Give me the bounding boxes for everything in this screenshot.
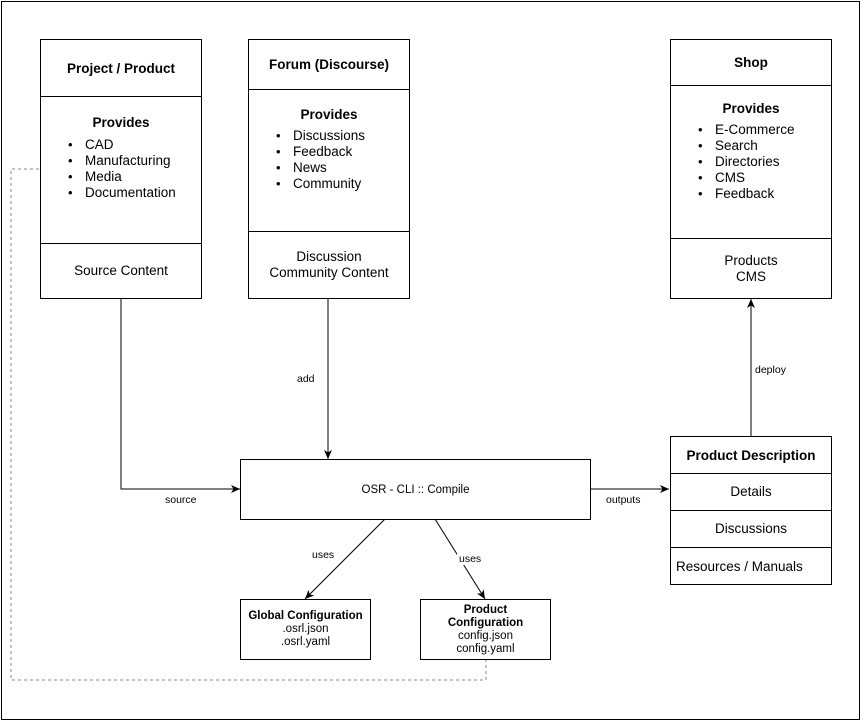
shop-node: Shop Provides E-Commerce Search Director…: [670, 39, 832, 299]
forum-output-line2: Community Content: [269, 265, 389, 280]
shop-provides-list: E-Commerce Search Directories CMS Feedba…: [698, 122, 831, 202]
forum-provides-heading: Provides: [300, 107, 358, 122]
list-item: Discussions: [276, 128, 409, 144]
edge-label-uses-product: uses: [457, 553, 484, 565]
forum-provides-list: Discussions Feedback News Community: [276, 128, 409, 192]
list-item: E-Commerce: [698, 122, 831, 138]
dashed-feedback-line: [10, 168, 487, 681]
shop-output-line1: Products: [724, 252, 778, 268]
list-item: Manufacturing: [68, 153, 201, 169]
global-config-node: Global Configuration .osrl.json .osrl.ya…: [240, 599, 371, 660]
compile-label: OSR - CLI :: Compile: [361, 483, 470, 496]
project-provides-heading: Provides: [92, 115, 150, 130]
product-config-title-line2: Configuration: [447, 616, 524, 629]
global-config-file: .osrl.yaml: [280, 636, 331, 648]
global-config-file: .osrl.json: [282, 623, 329, 635]
edge-label-add: add: [295, 373, 317, 385]
product-config-title-line1: Product: [463, 603, 508, 616]
compile-node: OSR - CLI :: Compile: [240, 459, 591, 520]
forum-title: Forum (Discourse): [268, 57, 390, 72]
project-output: Source Content: [74, 263, 168, 278]
forum-node: Forum (Discourse) Provides Discussions F…: [248, 39, 410, 299]
list-item: Feedback: [698, 186, 831, 202]
product-description-row: Discussions: [714, 521, 788, 536]
shop-title: Shop: [734, 55, 768, 70]
list-item: News: [276, 160, 409, 176]
product-description-row: Resources / Manuals: [676, 558, 803, 574]
global-config-title: Global Configuration: [248, 610, 363, 622]
project-product-node: Project / Product Provides CAD Manufactu…: [40, 39, 202, 299]
edge-label-source: source: [163, 494, 199, 506]
forum-output-line1: Discussion: [296, 249, 362, 264]
list-item: Media: [68, 169, 201, 185]
edge-label-uses-global: uses: [310, 549, 337, 561]
product-config-file: config.json: [458, 629, 513, 642]
list-item: Search: [698, 138, 831, 154]
list-item: Feedback: [276, 144, 409, 160]
list-item: CAD: [68, 137, 201, 153]
edge-label-outputs: outputs: [604, 494, 643, 506]
edge-source: [120, 298, 240, 493]
product-description-row: Details: [730, 484, 772, 499]
product-config-node: Product Configuration config.json config…: [420, 599, 551, 660]
list-item: Community: [276, 176, 409, 192]
shop-output-line2: CMS: [736, 268, 766, 284]
product-description-node: Product Description Details Discussions …: [670, 436, 832, 585]
project-provides-list: CAD Manufacturing Media Documentation: [68, 137, 201, 201]
list-item: Documentation: [68, 185, 201, 201]
project-title: Project / Product: [66, 60, 176, 76]
list-item: CMS: [698, 170, 831, 186]
edge-uses-global: [304, 518, 386, 600]
product-config-file: config.yaml: [456, 642, 515, 655]
list-item: Directories: [698, 154, 831, 170]
edge-label-deploy: deploy: [753, 364, 788, 376]
product-description-title: Product Description: [686, 447, 816, 463]
shop-provides-heading: Provides: [722, 101, 780, 116]
